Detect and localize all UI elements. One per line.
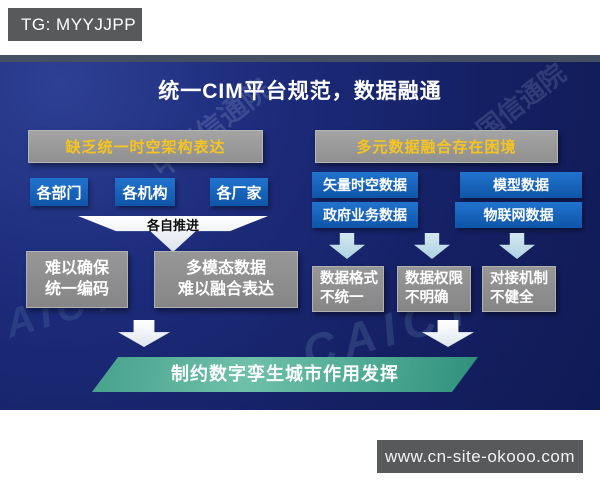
problem-line: 难以融合表达 — [177, 280, 274, 298]
watermark-url: www.cn-site-okooo.com — [377, 440, 583, 473]
source-box-departments: 各部门 — [30, 178, 88, 206]
diagram-title: 统一CIM平台规范，数据融通 — [158, 80, 442, 103]
conclusion-banner: 制约数字孪生城市作用发挥 — [92, 357, 478, 392]
data-type-box-model: 模型数据 — [460, 172, 582, 198]
problem-line: 数据权限 — [405, 271, 463, 288]
left-section-header: 缺乏统一时空架构表达 — [28, 130, 263, 163]
problem-line: 统一编码 — [44, 280, 109, 298]
diagram-panel: 中国信通院 中国信通院 CAICT CAICT 统一CIM平台规范，数据融通 缺… — [0, 55, 600, 410]
down-arrow-icon — [329, 233, 365, 259]
right-problem-box: 对接机制 不健全 — [482, 266, 556, 312]
left-problem-box: 难以确保 统一编码 — [26, 251, 128, 308]
problem-line: 数据格式 — [320, 271, 378, 288]
problem-line: 对接机制 — [490, 271, 548, 288]
left-problem-box: 多模态数据 难以融合表达 — [154, 251, 298, 308]
problem-line: 多模态数据 — [185, 259, 266, 277]
down-arrow-icon — [414, 233, 450, 259]
source-box-institutions: 各机构 — [115, 178, 175, 206]
data-type-box-vector: 矢量时空数据 — [312, 172, 418, 198]
problem-line: 难以确保 — [44, 259, 109, 277]
right-section-header: 多元数据融合存在困境 — [315, 130, 558, 163]
right-problem-box: 数据权限 不明确 — [397, 266, 471, 312]
tg-badge: TG: MYYJJPP — [8, 8, 142, 41]
down-arrow-icon — [422, 320, 474, 347]
problem-line: 不统一 — [320, 290, 364, 306]
data-type-box-government: 政府业务数据 — [312, 202, 418, 228]
merge-arrow-label: 各自推进 — [146, 218, 199, 233]
right-problem-box: 数据格式 不统一 — [312, 266, 384, 312]
problem-line: 不健全 — [490, 290, 534, 306]
data-type-box-iot: 物联网数据 — [455, 202, 582, 228]
down-arrow-icon — [118, 320, 170, 347]
problem-line: 不明确 — [405, 290, 449, 306]
down-arrow-icon — [499, 233, 535, 259]
source-box-vendors: 各厂家 — [210, 178, 268, 206]
